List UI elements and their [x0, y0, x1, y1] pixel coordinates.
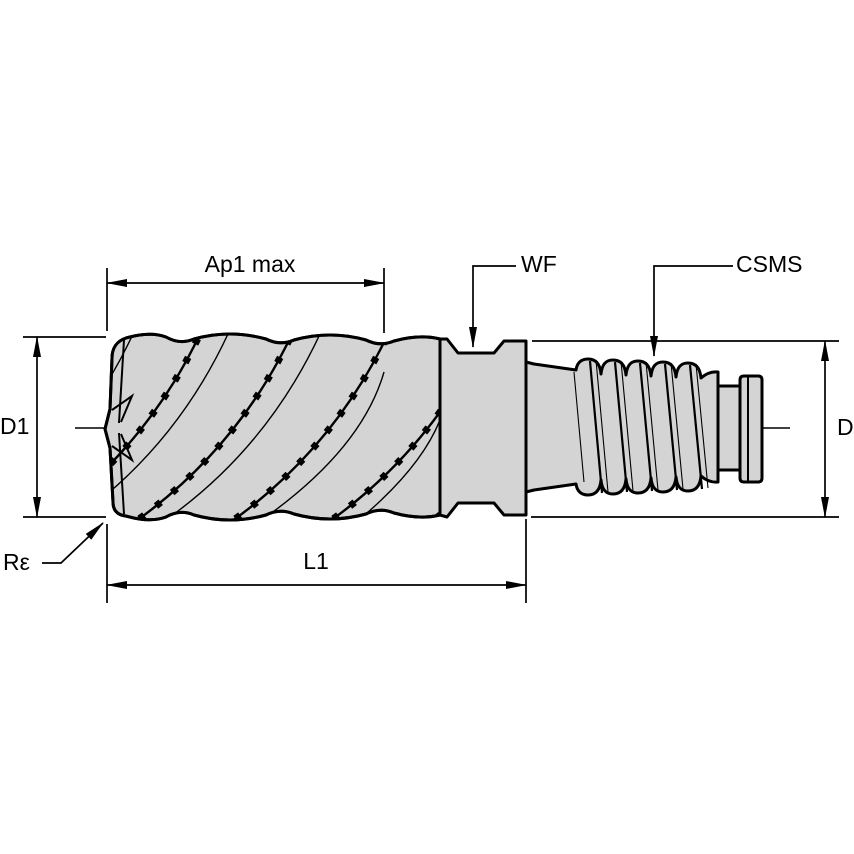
- label-wf: WF: [521, 251, 557, 277]
- label-corner-radius: Rε: [3, 549, 30, 575]
- dimension-d: [531, 340, 839, 518]
- thread-flank-lines: [573, 359, 709, 494]
- end-face-edges: [111, 339, 135, 515]
- neck-collar: [438, 337, 528, 519]
- leader-csms: [650, 265, 733, 357]
- dimension-d1: [23, 336, 106, 518]
- label-ap1-max: Ap1 max: [204, 251, 296, 277]
- dimension-l1: [106, 519, 527, 603]
- tapered-thread: [524, 357, 720, 497]
- label-csms: CSMS: [736, 251, 803, 277]
- tool-body: [103, 332, 764, 522]
- leader-corner-radius: [42, 522, 104, 564]
- label-d1: D1: [0, 413, 30, 439]
- pilot-cylinder: [716, 384, 742, 472]
- end-flange: [738, 374, 764, 484]
- label-l1: L1: [303, 548, 329, 574]
- dimension-ap1-max: [106, 268, 385, 333]
- leader-wf: [469, 265, 516, 348]
- cutter-head: [103, 332, 442, 522]
- label-d: D: [837, 414, 854, 440]
- flute-pattern: [105, 334, 440, 520]
